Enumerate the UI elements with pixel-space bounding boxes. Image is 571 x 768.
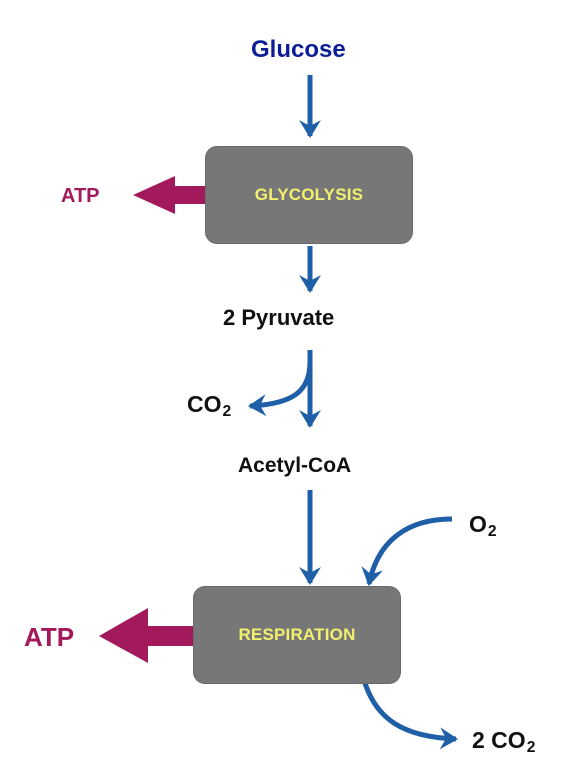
glucose-label: Glucose [251,36,346,63]
atp-arrow-glycolysis [133,176,205,214]
glycolysis-label: GLYCOLYSIS [254,185,364,204]
atp-label-top: ATP [61,185,100,207]
atp-arrow-respiration [99,608,195,663]
respiration-box: RESPIRATION [193,586,401,684]
co2-label-right: 2 CO2 [472,727,535,756]
pyruvate-label: 2 Pyruvate [223,305,335,330]
glycolysis-box: GLYCOLYSIS [205,146,413,244]
co2-label-left: CO2 [187,391,231,420]
co2-left-base: CO [187,391,222,417]
o2-base: O [469,511,487,537]
atp-label-bottom: ATP [24,622,75,652]
arrow-pyruvate-to-co2 [248,361,313,417]
o2-sub: 2 [487,523,497,541]
o2-label: O2 [469,511,497,540]
arrow-respiration-to-co2 [361,679,458,750]
respiration-label: RESPIRATION [238,625,356,644]
co2-right-sub: 2 [526,739,536,757]
co2-left-sub: 2 [222,403,232,421]
arrow-o2-to-respiration [361,516,453,586]
co2-right-base: 2 CO [472,727,526,753]
acetyl-coa-label: Acetyl-CoA [238,454,352,477]
